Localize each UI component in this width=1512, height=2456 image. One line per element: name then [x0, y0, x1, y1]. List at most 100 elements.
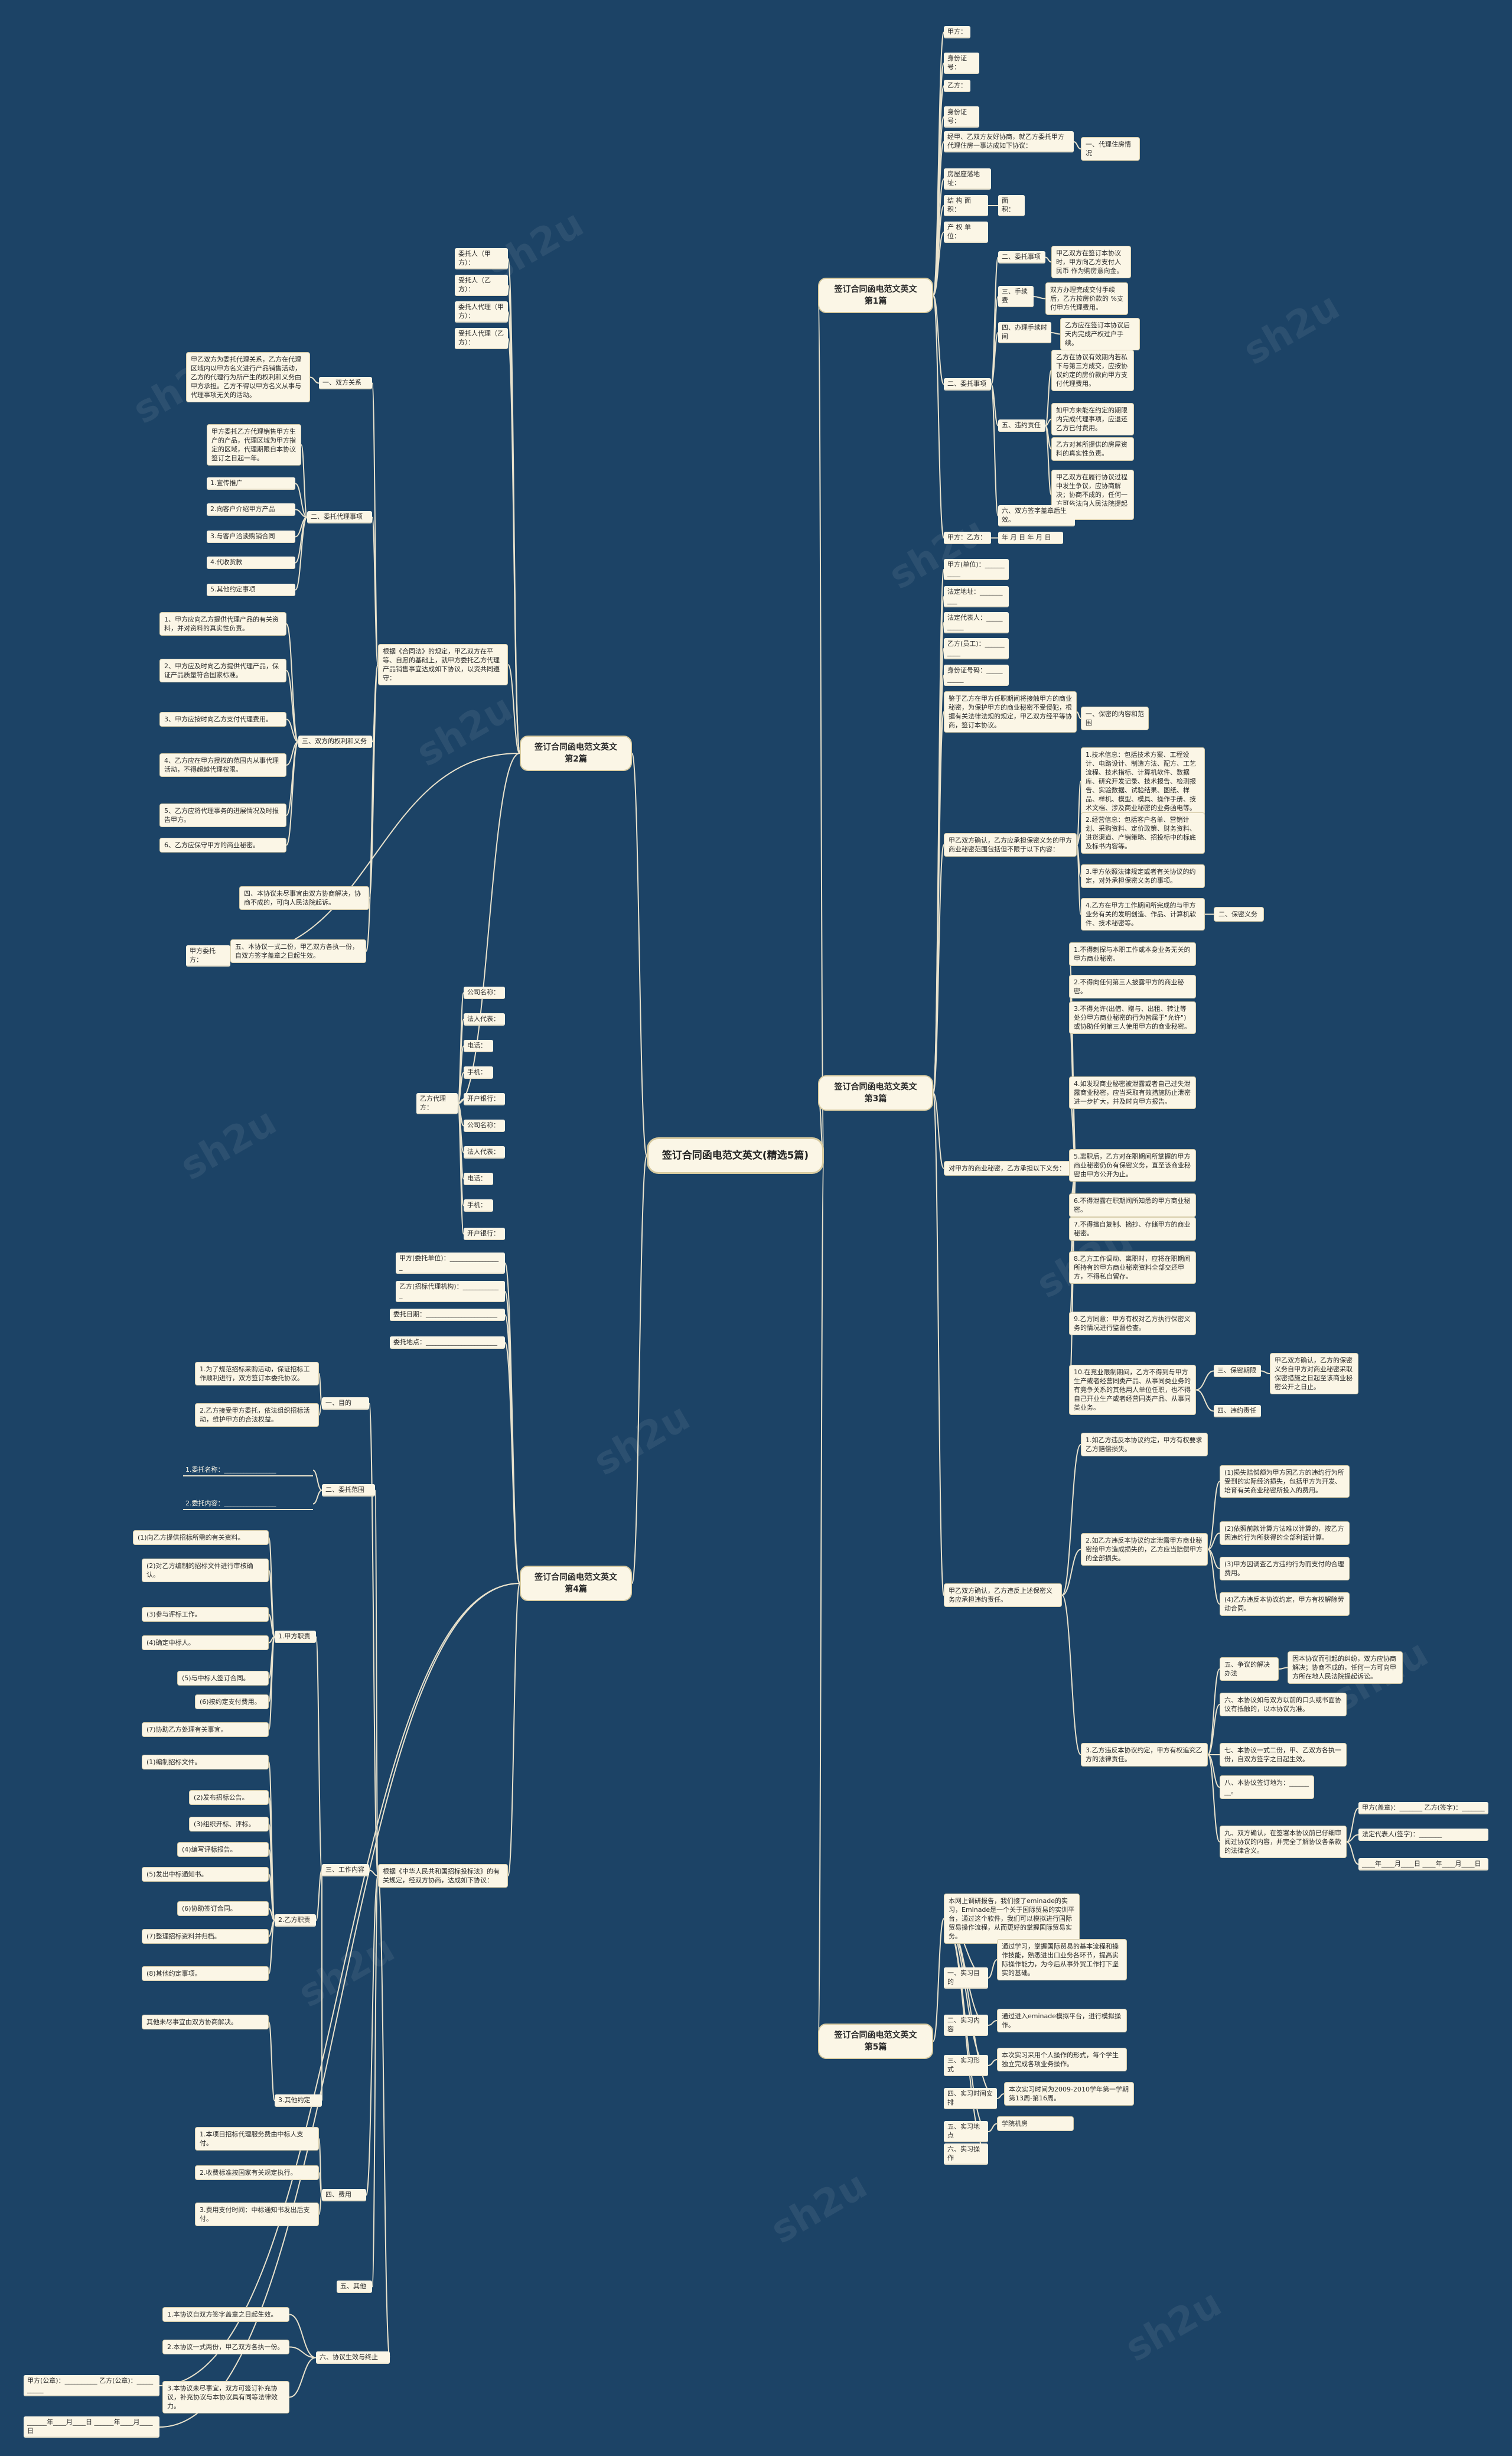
connector-line	[943, 1918, 989, 2155]
subtopic-node: 公司名称：	[464, 987, 505, 999]
subtopic-node: 乙方对其所提供的房屋资料的真实性负责。	[1051, 437, 1134, 461]
subtopic-node: 根据《中华人民共和国招标投标法》的有关规定，经双方协商，达成如下协议：	[378, 1864, 508, 1888]
subtopic-node: 法定代表人：__________	[944, 612, 1009, 633]
subtopic-node: 甲乙双方确认，乙方违反上述保密义务应承担违约责任。	[944, 1583, 1062, 1607]
connector-line	[1045, 425, 1052, 496]
subtopic-node: (1)向乙方提供招标所需的有关资料。	[133, 1530, 269, 1545]
subtopic-node: 2.乙方职责	[275, 1914, 316, 1927]
subtopic-node: 一、实习目的	[944, 1967, 988, 1989]
subtopic-node: (3)参与评标工作。	[142, 1607, 269, 1622]
subtopic-node: 通过进入eminade模拟平台，进行模拟操作。	[997, 2009, 1127, 2032]
subtopic-node: 5、乙方应将代理事务的进展情况及时报告甲方。	[159, 804, 286, 827]
subtopic-node: 五、其他	[337, 2281, 372, 2293]
connector-line	[318, 2172, 322, 2196]
subtopic-node: (5)发出中标通知书。	[142, 1867, 269, 1882]
subtopic-node: 二、委托代理事项	[307, 511, 372, 523]
connector-line	[268, 1636, 275, 1730]
subtopic-node: 委托人（甲方）：	[455, 248, 508, 269]
subtopic-node: 1.本协议自双方签字盖章之日起生效。	[162, 2307, 289, 2322]
subtopic-node: (1)编制招标文件。	[142, 1755, 269, 1769]
connector-line	[933, 844, 944, 1094]
connector-line	[631, 1155, 647, 1584]
subtopic-node: 1、甲方应向乙方提供代理产品的有关资料，并对资料的真实性负责。	[159, 612, 286, 636]
subtopic-node: (3)甲方因调查乙方违约行为而支付的合理费用。	[1220, 1557, 1350, 1580]
subtopic-node: ____年____月____日 ____年____月____日	[1358, 1858, 1488, 1871]
branch-topic: 签订合同函电范文英文 第4篇	[520, 1566, 632, 1601]
connector-line	[372, 1875, 379, 2288]
subtopic-node: 三、实习形式	[944, 2055, 988, 2076]
subtopic-node: 3.费用支付时间：中标通知书发出后支付。	[195, 2203, 319, 2226]
subtopic-node: (3)组织开标、评标。	[189, 1817, 269, 1832]
subtopic-node: 3.其他约定	[275, 2094, 322, 2107]
subtopic-node: 4.乙方在甲方工作期间所完成的与甲方业务有关的发明创造、作品、计算机软件、技术秘…	[1081, 898, 1205, 931]
subtopic-node: 面 积：	[998, 195, 1025, 216]
subtopic-node: 委托地点：______________________	[390, 1336, 505, 1349]
connector-line	[1076, 711, 1081, 719]
subtopic-node: 产 权 单 位：	[944, 222, 988, 243]
connector-line	[933, 1918, 944, 2042]
subtopic-node: 法人代表：	[464, 1146, 505, 1159]
subtopic-node: 7.不得擅自复制、摘抄、存储甲方的商业秘密。	[1069, 1217, 1196, 1241]
subtopic-node: 鉴于乙方在甲方任职期间将接触甲方的商业秘密，为保护甲方的商业秘密不受侵犯，根据有…	[944, 691, 1077, 733]
subtopic-node: (1)损失赔偿额为甲方因乙方的违约行为所受到的实际经济损失，包括甲方为开发、培育…	[1220, 1465, 1350, 1498]
connector-line	[301, 444, 308, 518]
connector-line	[990, 383, 999, 516]
subtopic-node: 2.不得向任何第三人披露甲方的商业秘密。	[1069, 975, 1196, 998]
branch-topic: 签订合同函电范文英文 第1篇	[818, 278, 933, 313]
connector-line	[457, 1103, 464, 1235]
subtopic-node: 2.如乙方违反本协议约定泄露甲方商业秘密给甲方造成损失的，乙方应当赔偿甲方的全部…	[1081, 1533, 1208, 1566]
connector-line	[1207, 1533, 1220, 1550]
connector-line	[933, 1092, 944, 1596]
connector-line	[159, 1583, 520, 2428]
subtopic-node: 开户银行：	[464, 1228, 505, 1240]
subtopic-node: 因本协议而引起的纠纷，双方应协商解决；协商不成的，任何一方可向甲方所在地人民法院…	[1288, 1651, 1403, 1684]
subtopic-node: 2.乙方接受甲方委托，依法组织招标活动，维护甲方的合法权益。	[195, 1403, 319, 1427]
connector-line	[1073, 141, 1081, 149]
subtopic-node: (4)乙方违反本协议约定，甲方有权解除劳动合同。	[1220, 1592, 1350, 1616]
subtopic-node: 法定地址：__________	[944, 586, 1009, 607]
subtopic-node: 受托人代理（乙方）：	[455, 328, 508, 349]
connector-line	[268, 1614, 275, 1638]
connector-line	[1045, 256, 1052, 263]
connector-line	[1278, 1667, 1288, 1670]
connector-line	[631, 753, 647, 1156]
subtopic-node: 如甲方未能在约定的期限内完成代理事项，应退还乙方已付费用。	[1051, 403, 1134, 435]
subtopic-node: 通过学习，掌握国际贸易的基本流程和操作技能，熟悉进出口业务各环节，提高实际操作能…	[997, 1939, 1127, 1980]
subtopic-node: 8.乙方工作调动、离职时，应将在职期间所持有的甲方商业秘密资料全部交还甲方，不得…	[1069, 1251, 1196, 1284]
subtopic-node: 3.与客户洽谈购销合同	[207, 531, 295, 543]
subtopic-node: (5)与中标人签订合同。	[177, 1671, 269, 1686]
subtopic-node: 四、违约责任	[1214, 1405, 1261, 1417]
subtopic-node: 5.离职后，乙方对在职期间所掌握的甲方商业秘密仍负有保密义务，直至该商业秘密由甲…	[1069, 1149, 1196, 1182]
subtopic-node: 三、双方的权利和义务	[298, 736, 372, 748]
subtopic-node: 六、本协议如与双方以前的口头或书面协议有抵触的，以本协议为准。	[1220, 1693, 1347, 1716]
connector-line	[996, 2093, 1005, 2099]
subtopic-node: (4)确定中标人。	[142, 1635, 269, 1650]
subtopic-node: 3.甲方依照法律规定或者有关协议的约定，对外承担保密义务的事项。	[1081, 864, 1205, 888]
subtopic-node: 乙方(员工)：__________	[944, 638, 1009, 659]
subtopic-node: 乙方代理方：	[416, 1093, 458, 1114]
subtopic-node: 甲乙双方在签订本协议时，甲方向乙方支付人民币 作为购房意向金。	[1051, 246, 1131, 278]
subtopic-node: 五、本协议一式二份，甲乙双方各执一份，自双方签字盖章之日起生效。	[230, 939, 366, 963]
connector-line	[988, 2020, 998, 2026]
connector-line	[315, 1636, 322, 1871]
subtopic-node: 1.不得刺探与本职工作或本身业务无关的甲方商业秘密。	[1069, 942, 1196, 966]
connector-line	[286, 623, 299, 743]
subtopic-node: 4.如发现商业秘密被泄露或者自己过失泄露商业秘密，应当采取有效措施防止泄密进一步…	[1069, 1076, 1196, 1109]
connector-line	[817, 1155, 825, 2042]
subtopic-node: 10.在竞业限制期间，乙方不得到与甲方生产或者经营同类产品、从事同类业务的有竞争…	[1069, 1365, 1196, 1415]
subtopic-node: 委托人代理（甲方）：	[455, 301, 508, 323]
subtopic-node: (7)整理招标资料并归档。	[142, 1929, 269, 1944]
connector-line	[309, 376, 320, 384]
connector-line	[372, 516, 379, 665]
connector-line	[268, 1570, 275, 1638]
subtopic-node: 乙方(招标代理机构)：____________	[396, 1281, 505, 1302]
subtopic-node: 1.甲方职责	[275, 1631, 316, 1643]
subtopic-node: 乙方应在签订本协议后 天内完成产权过户手续。	[1060, 318, 1140, 350]
connector-line	[1076, 844, 1081, 915]
connector-line	[1195, 1389, 1214, 1412]
branch-topic: 签订合同函电范文英文 第2篇	[520, 736, 632, 771]
subtopic-node: 五、争议的解决办法	[1220, 1657, 1279, 1681]
subtopic-node: 6.不得泄露在职期间所知悉的甲方商业秘密。	[1069, 1193, 1196, 1217]
subtopic-node: 甲方(单位)：__________	[944, 559, 1009, 580]
connector-line	[1045, 370, 1052, 427]
